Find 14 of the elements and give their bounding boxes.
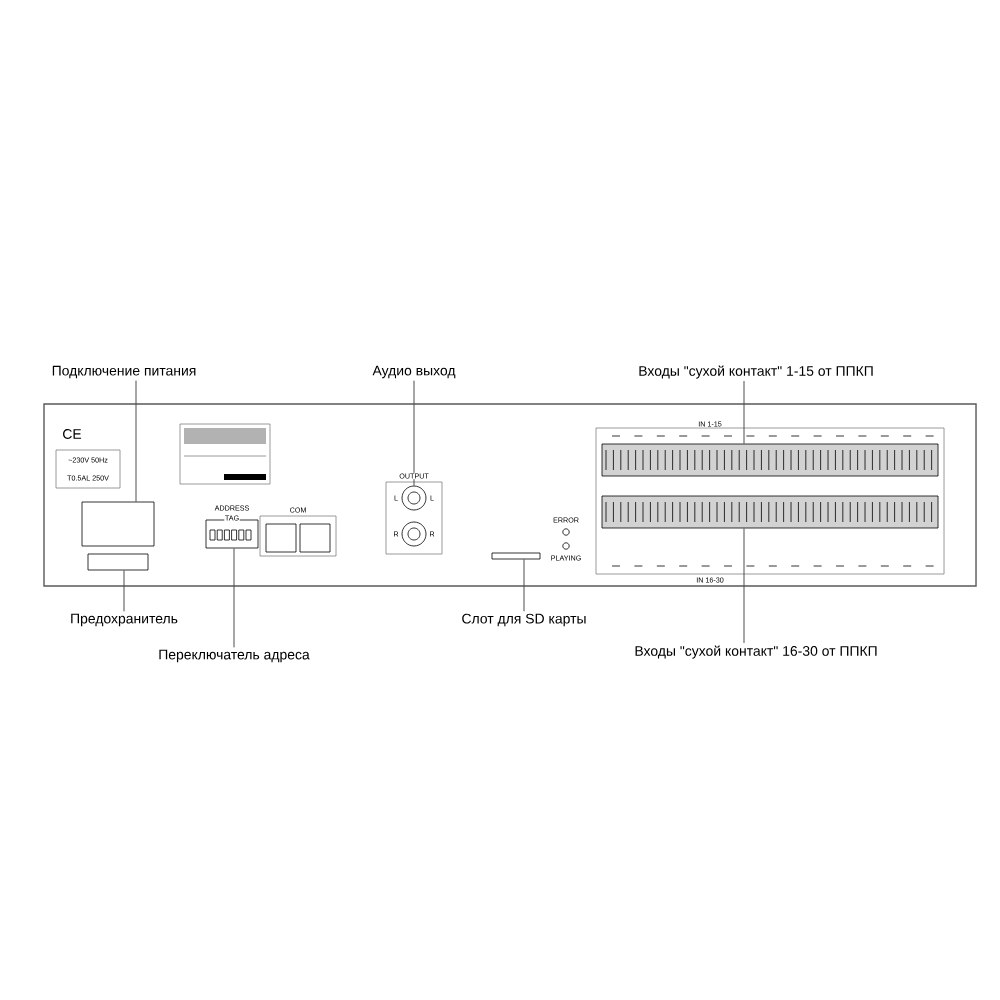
leader-line	[743, 380, 745, 445]
power-inlet	[81, 501, 155, 547]
leader-line	[523, 558, 525, 612]
audio-jack	[401, 485, 427, 511]
leader-line	[123, 569, 125, 612]
address-switch	[205, 519, 259, 549]
leader-line	[413, 380, 415, 487]
terminal-strip	[601, 495, 939, 529]
leader-line	[233, 547, 235, 648]
leader-line	[743, 527, 745, 644]
terminal-strip	[601, 443, 939, 477]
fuse-holder	[87, 553, 149, 571]
card-slot	[491, 552, 541, 560]
leader-line	[135, 380, 137, 503]
